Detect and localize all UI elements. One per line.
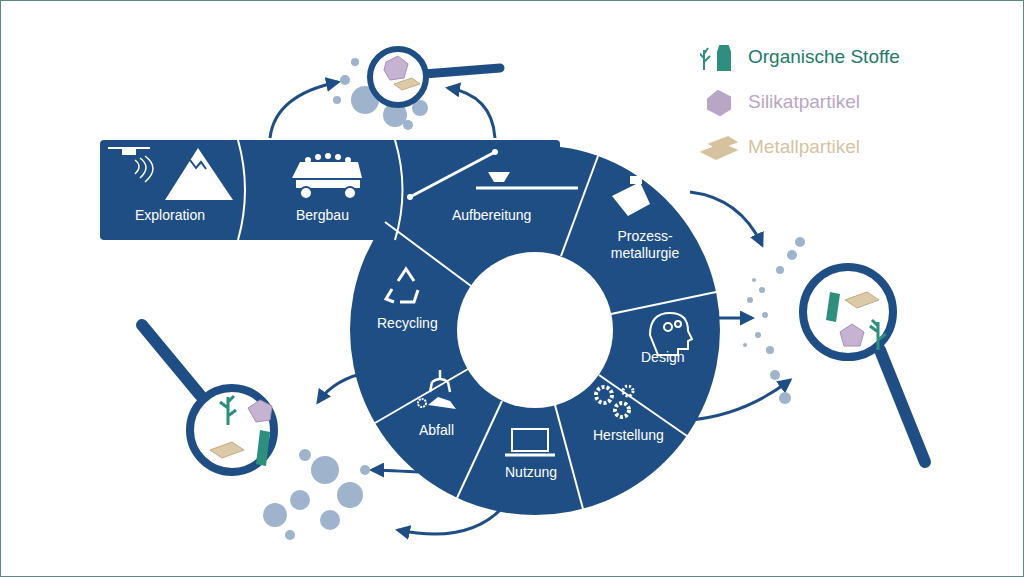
segment-label: Exploration (135, 207, 205, 224)
legend-label: Organische Stoffe (748, 46, 900, 68)
segment-label: Nutzung (505, 464, 557, 481)
legend-label: Metallpartikel (748, 136, 860, 158)
legend-entry: Silikatpartikel (700, 87, 860, 117)
legend-entry: Metallpartikel (700, 132, 860, 162)
cycle-segment: Herstellung (593, 427, 664, 444)
legend-swatch (700, 87, 740, 117)
segment-label: Herstellung (593, 427, 664, 444)
segment-label: Prozess- metallurgie (600, 228, 690, 262)
segment-label: Abfall (419, 422, 454, 439)
segment-label: Design (641, 349, 685, 366)
cycle-segment: Abfall (419, 422, 454, 439)
cycle-segment: Prozess- metallurgie (600, 228, 690, 262)
cycle-segment: Recycling (377, 315, 438, 332)
cycle-segment: Design (641, 349, 685, 366)
segment-label: Recycling (377, 315, 438, 332)
legend-swatch (700, 42, 740, 72)
legend-entry: Organische Stoffe (700, 42, 900, 72)
cycle-segment: Exploration (135, 207, 205, 224)
segment-label: Bergbau (296, 207, 349, 224)
legend-swatch (700, 132, 740, 162)
cycle-segment: Bergbau (296, 207, 349, 224)
cycle-segment: Aufbereitung (452, 207, 531, 224)
segment-label: Aufbereitung (452, 207, 531, 224)
legend-label: Silikatpartikel (748, 91, 860, 113)
cycle-segment: Nutzung (505, 464, 557, 481)
